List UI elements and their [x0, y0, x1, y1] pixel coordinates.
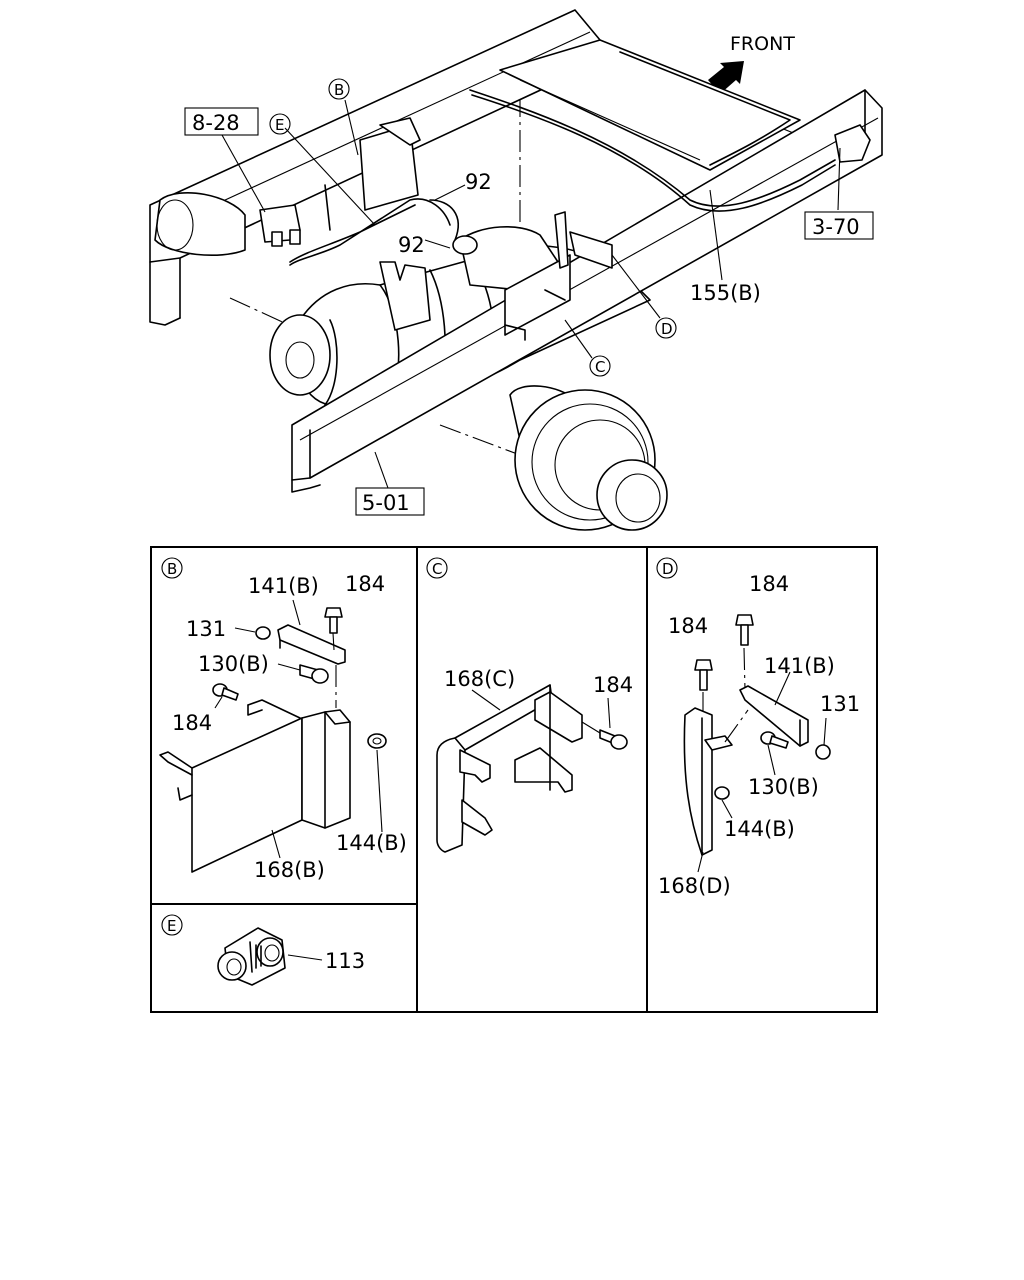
ref-box-8-28 [184, 107, 259, 136]
clip-113 [217, 927, 286, 986]
panel-e-113: 113 [325, 949, 365, 973]
front-arrow-icon [708, 61, 744, 94]
panel-b-144b: 144(B) [336, 831, 407, 855]
marker-e: E [275, 116, 284, 134]
chassis-assembly-view: FRONT [149, 9, 883, 531]
detail-panels-frame [150, 546, 878, 1013]
panel-c-168c: 168(C) [444, 667, 515, 691]
panel-d-141b: 141(B) [764, 654, 835, 678]
ref-3-70: 3-70 [812, 215, 860, 239]
panel-b-141b: 141(B) [248, 574, 319, 598]
marker-b-circle [328, 78, 350, 100]
panel-d-184-top: 184 [749, 572, 789, 596]
detail-panel-d: D 184 184 141(B) 131 130(B) 1 [656, 557, 860, 898]
ref-5-01: 5-01 [362, 491, 410, 515]
panel-d-144b: 144(B) [724, 817, 795, 841]
part-92-bottom: 92 [398, 233, 425, 257]
panel-d-marker: D [662, 560, 674, 578]
marker-b: B [334, 81, 344, 99]
panel-b-131: 131 [186, 617, 226, 641]
ref-box-3-70 [804, 211, 874, 240]
shield-168b [191, 717, 303, 873]
panel-d-168d: 168(D) [658, 874, 731, 898]
panel-c-marker: C [432, 560, 442, 578]
detail-panel-c: C 168(C) 184 [426, 557, 633, 853]
panel-b-184-top: 184 [345, 572, 385, 596]
panel-b-184-left: 184 [172, 711, 212, 735]
ref-box-5-01 [355, 487, 425, 516]
panel-d-131: 131 [820, 692, 860, 716]
panel-c-184: 184 [593, 673, 633, 697]
marker-c-circle [589, 355, 611, 377]
front-label: FRONT [730, 33, 795, 55]
shield-168d [683, 707, 713, 856]
marker-e-circle [269, 113, 291, 135]
detail-panel-e: E 113 [161, 914, 365, 986]
panel-e-marker: E [167, 917, 176, 935]
brake-pipe-155b [289, 198, 451, 266]
part-155b: 155(B) [690, 281, 761, 305]
panel-d-130b: 130(B) [748, 775, 819, 799]
panel-b-130b: 130(B) [198, 652, 269, 676]
panel-b-marker: B [167, 560, 177, 578]
marker-d-circle [655, 317, 677, 339]
detail-panel-b: B 141(B) 184 131 [159, 557, 407, 882]
part-92-top: 92 [465, 170, 492, 194]
panel-d-184-left: 184 [668, 614, 708, 638]
ref-8-28: 8-28 [192, 111, 240, 135]
marker-d: D [661, 320, 673, 338]
panel-b-168b: 168(B) [254, 858, 325, 882]
marker-c: C [595, 358, 605, 376]
